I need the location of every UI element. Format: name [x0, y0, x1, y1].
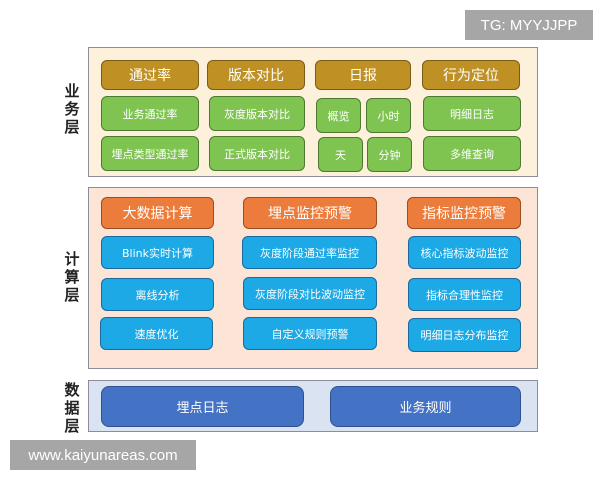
data-item-business-rules[interactable]: 业务规则: [330, 386, 521, 427]
item-label: 埋点类型通过率: [111, 147, 189, 161]
business-layer-label: 业 务 层: [60, 82, 84, 136]
item-label: 明细日志分布监控: [420, 329, 509, 342]
header-label: 日报: [349, 68, 377, 84]
item-label: 灰度阶段通过率监控: [260, 246, 359, 260]
watermark-url: www.kaiyunareas.com: [10, 440, 196, 470]
business-item-hour[interactable]: 小时: [366, 98, 411, 133]
header-label: 通过率: [129, 68, 171, 84]
business-header-daily-report[interactable]: 日报: [315, 60, 411, 90]
compute-layer-label: 计 算 层: [60, 250, 84, 304]
label-char: 据: [64, 399, 80, 417]
header-label: 行为定位: [443, 68, 499, 84]
item-label: 指标合理性监控: [426, 288, 503, 302]
compute-item-gray-fluctuation-monitor[interactable]: 灰度阶段对比波动监控: [243, 277, 377, 310]
item-label: 明细日志: [450, 107, 494, 121]
compute-item-custom-rule-alert[interactable]: 自定义规则预警: [243, 317, 377, 350]
watermark-url-text: www.kaiyunareas.com: [28, 446, 178, 464]
compute-header-metric-monitor[interactable]: 指标监控预警: [407, 197, 521, 229]
business-item-minute[interactable]: 分钟: [367, 137, 412, 172]
business-item-overview[interactable]: 概览: [316, 98, 361, 133]
compute-item-core-metric-monitor[interactable]: 核心指标波动监控: [408, 236, 521, 269]
compute-item-speed-optimize[interactable]: 速度优化: [100, 317, 213, 350]
item-label: 分钟: [378, 148, 401, 162]
watermark-tg: TG: MYYJJPP: [465, 10, 593, 40]
business-layer-box: 通过率 版本对比 日报 行为定位 业务通过率 埋点类型通过率 灰度版本对比 正式…: [88, 47, 538, 177]
business-item-multidim-query[interactable]: 多维查询: [423, 136, 521, 171]
header-label: 大数据计算: [122, 206, 193, 222]
label-char: 层: [64, 286, 80, 304]
compute-item-gray-pass-rate-monitor[interactable]: 灰度阶段通过率监控: [242, 236, 377, 269]
business-header-behavior-locate[interactable]: 行为定位: [422, 60, 520, 90]
compute-header-big-data[interactable]: 大数据计算: [101, 197, 214, 229]
business-header-pass-rate[interactable]: 通过率: [101, 60, 199, 90]
label-char: 算: [64, 268, 80, 286]
item-label: 核心指标波动监控: [420, 246, 509, 260]
item-label: 小时: [377, 109, 400, 123]
compute-header-tracking-monitor[interactable]: 埋点监控预警: [243, 197, 377, 229]
item-label: 速度优化: [134, 327, 179, 341]
label-char: 业: [64, 82, 80, 100]
data-layer-box: 埋点日志 业务规则: [88, 380, 538, 432]
business-item-day[interactable]: 天: [318, 137, 363, 172]
label-char: 数: [64, 381, 80, 399]
header-label: 版本对比: [228, 68, 284, 84]
business-item-gray-version-compare[interactable]: 灰度版本对比: [209, 96, 305, 131]
label-char: 计: [64, 250, 80, 268]
business-header-version-compare[interactable]: 版本对比: [207, 60, 305, 90]
data-layer-label: 数 据 层: [60, 381, 84, 435]
item-label: Blink实时计算: [121, 246, 193, 260]
compute-layer-box: 大数据计算 埋点监控预警 指标监控预警 Blink实时计算 离线分析 速度优化 …: [88, 187, 538, 369]
item-label: 正式版本对比: [224, 147, 290, 161]
compute-item-metric-rationality-monitor[interactable]: 指标合理性监控: [408, 278, 521, 311]
item-label: 灰度阶段对比波动监控: [255, 287, 365, 301]
item-label: 天: [335, 148, 346, 162]
label-char: 层: [64, 118, 80, 136]
header-label: 埋点监控预警: [268, 206, 352, 222]
header-label: 指标监控预警: [422, 206, 506, 222]
business-item-detail-log[interactable]: 明细日志: [423, 96, 521, 131]
item-label: 概览: [327, 109, 350, 123]
item-label: 埋点日志: [176, 401, 229, 416]
compute-item-detail-log-distribution-monitor[interactable]: 明细日志分布监控: [408, 318, 521, 352]
item-label: 多维查询: [450, 147, 494, 161]
watermark-tg-text: TG: MYYJJPP: [480, 16, 578, 34]
compute-item-offline-analysis[interactable]: 离线分析: [101, 278, 214, 311]
business-item-business-pass-rate[interactable]: 业务通过率: [101, 96, 199, 131]
business-item-tracking-type-pass-rate[interactable]: 埋点类型通过率: [101, 136, 199, 171]
item-label: 业务规则: [399, 401, 452, 416]
data-item-tracking-log[interactable]: 埋点日志: [101, 386, 304, 427]
item-label: 离线分析: [135, 288, 180, 302]
business-item-release-version-compare[interactable]: 正式版本对比: [209, 136, 305, 171]
item-label: 自定义规则预警: [271, 327, 349, 341]
label-char: 层: [64, 417, 80, 435]
compute-item-blink[interactable]: Blink实时计算: [101, 236, 214, 269]
label-char: 务: [64, 100, 80, 118]
item-label: 业务通过率: [122, 107, 178, 121]
item-label: 灰度版本对比: [224, 107, 290, 121]
